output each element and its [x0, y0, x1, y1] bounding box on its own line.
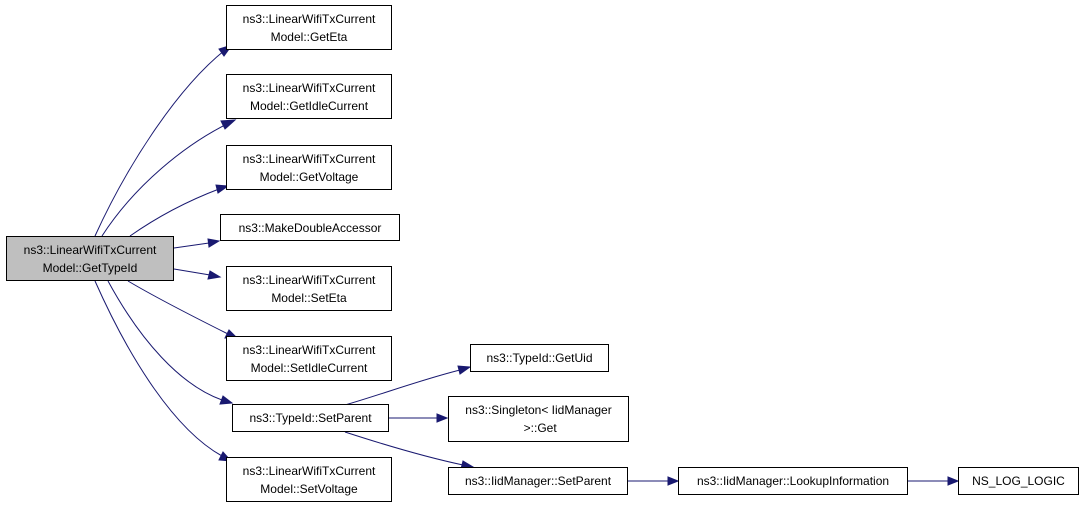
node-label-line: Model::SetVoltage [260, 481, 358, 496]
edge-root-to-set-eta [173, 268, 211, 276]
node-label-line: ns3::IidManager::LookupInformation [696, 474, 890, 488]
node-label-line: ns3::MakeDoubleAccessor [238, 220, 382, 235]
node-label-line: ns3::LinearWifiTxCurrent [242, 151, 376, 166]
arrowhead-typeid-set-parent [219, 395, 234, 405]
edge-root-to-make-double-accessor [173, 242, 210, 249]
node-label-line: Model::SetIdleCurrent [250, 360, 368, 375]
arrowhead-ns-log-logic [947, 476, 960, 486]
node-label-line: Model::SetEta [271, 290, 347, 305]
node-typeid-set-parent[interactable]: ns3::TypeId::SetParent [232, 404, 389, 432]
node-label-line: Model::GetIdleCurrent [249, 98, 369, 113]
node-label-line: >::Get [520, 421, 557, 435]
edge-set-parent-to-iidmanager-set-parent [344, 431, 464, 466]
edge-root-to-set-voltage [94, 280, 223, 457]
edge-root-to-get-voltage [129, 188, 220, 237]
node-label-line: ns3::LinearWifiTxCurrent [242, 463, 376, 478]
edge-root-to-set-idle-current [127, 280, 229, 335]
arrowhead-get-voltage [215, 184, 230, 194]
node-ns-log-logic[interactable]: NS_LOG_LOGIC [958, 467, 1079, 495]
arrowhead-singleton-get [436, 413, 449, 423]
node-label-line: Model::GetVoltage [259, 169, 359, 184]
node-label-line: Model::GetTypeId [42, 260, 138, 275]
arrowhead-lookup-information [667, 476, 680, 486]
arrowhead-get-uid [457, 365, 472, 375]
node-label-line: ns3::Singleton< IidManager [465, 403, 612, 417]
node-label-line: NS_LOG_LOGIC [972, 474, 1065, 488]
edge-root-to-get-eta [94, 49, 226, 237]
node-label-line: ns3::IidManager::SetParent [464, 474, 612, 488]
node-typeid-get-uid[interactable]: ns3::TypeId::GetUid [470, 344, 609, 372]
node-iidmanager-set-parent[interactable]: ns3::IidManager::SetParent [448, 467, 628, 495]
node-label-line: ns3::LinearWifiTxCurrent [242, 342, 376, 357]
node-label-line: ns3::LinearWifiTxCurrent [242, 80, 376, 95]
node-label-line: ns3::TypeId::SetParent [249, 411, 372, 425]
edge-root-to-typeid-set-parent [107, 280, 223, 401]
arrowhead-set-eta [207, 270, 222, 280]
node-label-line: ns3::LinearWifiTxCurrent [242, 11, 376, 26]
node-lookup-information[interactable]: ns3::IidManager::LookupInformation [678, 467, 908, 495]
edge-set-parent-to-get-uid [344, 369, 461, 406]
arrowhead-get-idle-current [220, 119, 237, 130]
node-label-line: ns3::LinearWifiTxCurrent [23, 242, 157, 257]
node-singleton-get[interactable]: ns3::Singleton< IidManager >::Get [448, 396, 629, 442]
node-make-double-accessor[interactable]: ns3::MakeDoubleAccessor [220, 214, 400, 241]
node-label-line: Model::GetEta [270, 29, 348, 44]
node-label-line: ns3::LinearWifiTxCurrent [242, 272, 376, 287]
edge-root-to-get-idle-current [101, 123, 228, 237]
node-label-line: ns3::TypeId::GetUid [486, 351, 593, 365]
arrowhead-make-double-accessor [207, 238, 221, 248]
